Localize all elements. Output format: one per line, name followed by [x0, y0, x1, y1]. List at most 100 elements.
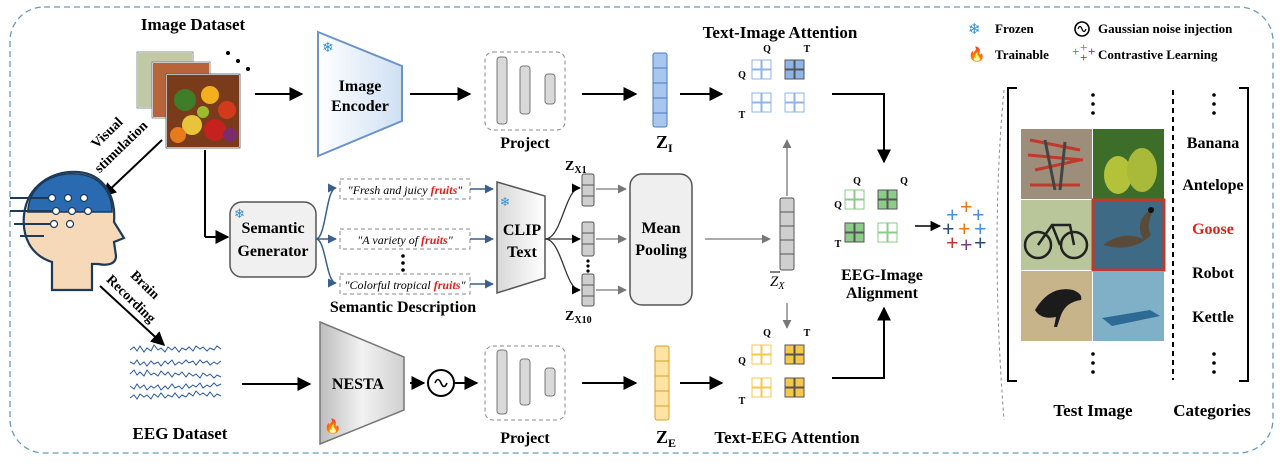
- attention-cell: [844, 222, 855, 233]
- attention-cell: [877, 222, 888, 233]
- attention-cell: [761, 92, 772, 103]
- legend: ❄ Frozen 🔥 Trainable Gaussian noise inje…: [968, 21, 1233, 65]
- project-block-bottom: [484, 345, 566, 421]
- attention-cell: [751, 387, 762, 398]
- attention-cell: [887, 222, 898, 233]
- svg-text:"Fresh and juicy fruits": "Fresh and juicy fruits": [348, 183, 464, 197]
- legend-fire-icon: 🔥: [968, 46, 985, 63]
- attention-cell: [784, 387, 795, 398]
- zx-ellipsis: [586, 259, 590, 273]
- attention-cell: [751, 344, 762, 355]
- attention-cell: [751, 354, 762, 365]
- attention-cell: [784, 69, 795, 80]
- attention-cell: [794, 92, 805, 103]
- zx-bar-vector: [779, 197, 795, 271]
- attention-cell: [761, 354, 772, 365]
- zx-vectors: [581, 173, 595, 307]
- ti-t-top: T: [804, 44, 811, 55]
- category-item: Kettle: [1192, 309, 1234, 326]
- text-eeg-attention-title: Text-EEG Attention: [714, 428, 860, 447]
- attention-cell: [854, 199, 865, 210]
- ze-symbol: ZE: [656, 427, 676, 450]
- test-image-ellipsis-bottom: [1091, 352, 1095, 374]
- categories-label: Categories: [1173, 401, 1251, 420]
- nesta-label: NESTA: [332, 376, 385, 393]
- description-box-1: "Fresh and juicy fruits": [339, 178, 471, 200]
- zi-symbol: ZI: [656, 132, 673, 155]
- legend-trainable: Trainable: [995, 47, 1049, 62]
- attention-cell: [794, 354, 805, 365]
- project-top-label: Project: [500, 135, 550, 152]
- description-box-3: "Colorful tropical fruits": [339, 273, 471, 295]
- attention-cell: [794, 387, 805, 398]
- legend-noise: Gaussian noise injection: [1098, 21, 1233, 36]
- svg-text:+: +: [960, 232, 973, 257]
- zx-bar-symbol: ZX: [770, 274, 785, 292]
- arrow-brain-recording: [99, 285, 166, 346]
- bracket-right: [1239, 87, 1249, 382]
- attention-cell: [794, 59, 805, 70]
- text-image-attention-title: Text-Image Attention: [703, 23, 858, 42]
- image-encoder-label-1: Image: [339, 78, 382, 95]
- te-q-top: Q: [763, 328, 771, 339]
- attention-cell: [887, 189, 898, 200]
- ti-q-top: Q: [763, 44, 771, 55]
- project-bottom-label: Project: [500, 430, 550, 447]
- zi-vector: [652, 52, 668, 128]
- attention-cell: [854, 222, 865, 233]
- attention-cell: [751, 92, 762, 103]
- mean-pooling-label-2: Pooling: [635, 242, 687, 259]
- alignment-label-2: Alignment: [846, 285, 919, 302]
- attention-cell: [887, 199, 898, 210]
- attention-cell: [761, 59, 772, 70]
- category-item: Antelope: [1182, 177, 1243, 194]
- attention-cell: [794, 102, 805, 113]
- legend-snowflake-icon: ❄: [968, 22, 981, 38]
- head-icon: [10, 170, 126, 292]
- mean-pooling-label-1: Mean: [641, 220, 680, 237]
- eeg-dataset-label: EEG Dataset: [133, 424, 228, 443]
- nesta-block: [319, 320, 405, 446]
- attention-cell: [877, 232, 888, 243]
- test-image-grid: [1021, 129, 1166, 341]
- category-item: Robot: [1192, 265, 1234, 282]
- test-image-kettle-boat: [1093, 271, 1164, 341]
- semantic-description-caption: Semantic Description: [330, 299, 476, 316]
- attention-cell: [794, 377, 805, 388]
- svg-text:+: +: [946, 202, 959, 227]
- attention-cell: [844, 232, 855, 243]
- image-encoder-block: [317, 30, 403, 158]
- svg-text:+: +: [942, 216, 955, 241]
- category-item: Banana: [1187, 135, 1239, 152]
- svg-text:+: +: [1088, 44, 1095, 59]
- categories-ellipsis-top: [1212, 93, 1216, 115]
- contrastive-learning-icon: + + + + + + + + +: [942, 194, 987, 257]
- project-block-top: [484, 51, 566, 131]
- eeg-signal-icon: [129, 344, 222, 400]
- attention-cell: [844, 199, 855, 210]
- text-image-attention-matrix: [751, 59, 805, 113]
- attention-cell: [877, 189, 888, 200]
- attention-cell: [844, 189, 855, 200]
- te-t-top: T: [804, 328, 811, 339]
- svg-text:+: +: [974, 230, 987, 255]
- attention-cell: [854, 189, 865, 200]
- svg-text:+: +: [1080, 40, 1087, 55]
- image-dataset-stack: [136, 51, 250, 149]
- ze-vector: [654, 345, 670, 421]
- attention-cell: [784, 354, 795, 365]
- categories-ellipsis-bottom: [1212, 352, 1216, 374]
- arrow-te-to-alignment: [832, 306, 891, 379]
- zx10-symbol: ZX10: [565, 309, 592, 326]
- legend-contrastive-icon: ++ ++: [1072, 40, 1095, 65]
- arrow-ti-to-alignment: [832, 93, 891, 164]
- right-panel-separator: [996, 89, 1005, 421]
- legend-frozen: Frozen: [995, 21, 1035, 36]
- attention-cell: [761, 69, 772, 80]
- description-box-2: "A variety of fruits": [339, 228, 471, 250]
- svg-text:+: +: [946, 230, 959, 255]
- attention-cell: [784, 59, 795, 70]
- al-t-top: Q: [900, 176, 908, 187]
